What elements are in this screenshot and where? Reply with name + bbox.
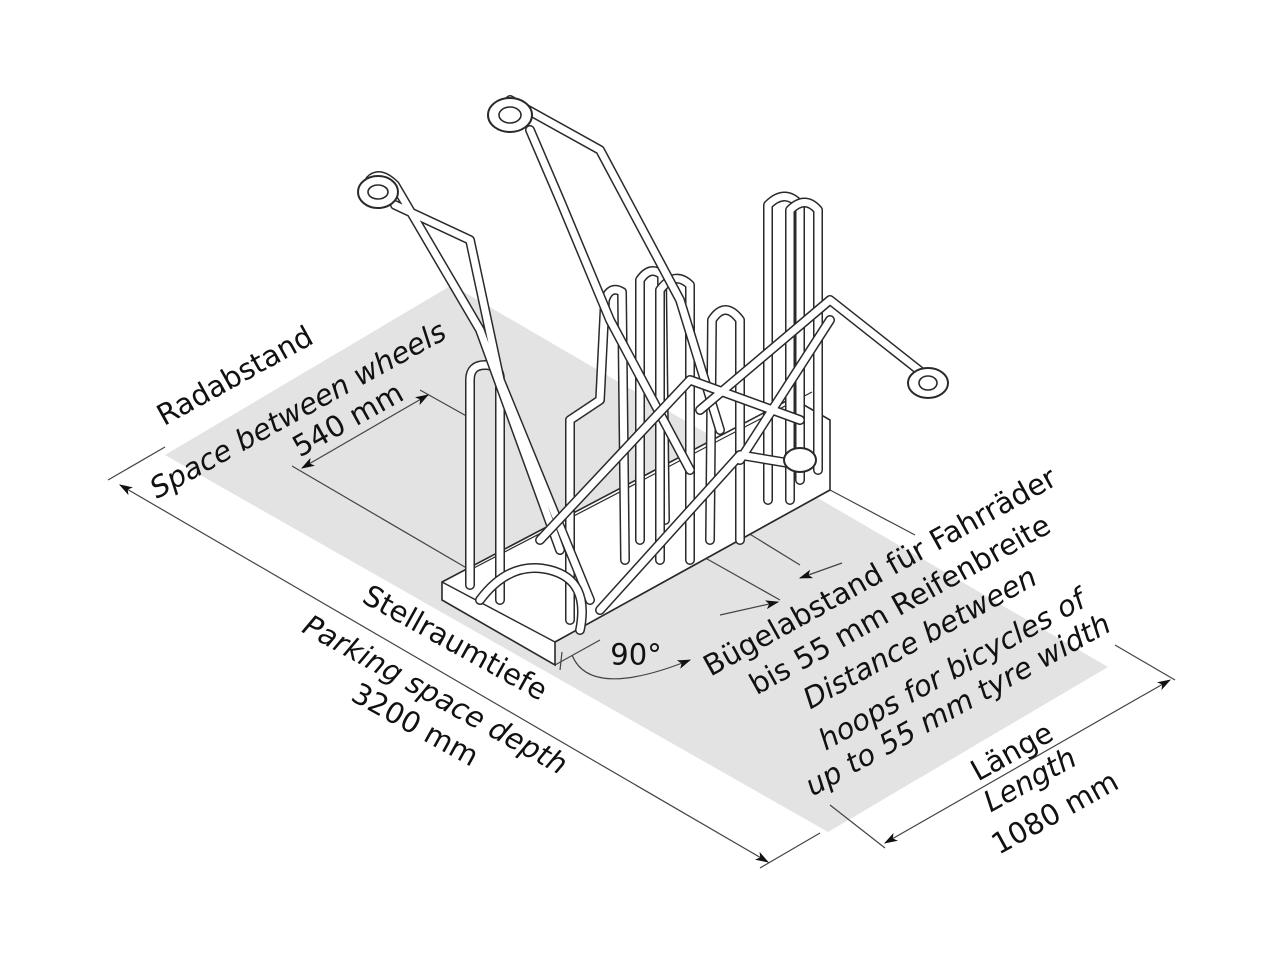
length-dimension-line [829, 644, 1176, 849]
depth-dimension-line [107, 446, 821, 869]
angle-indicator [554, 639, 692, 680]
wheel-spacing-dimension-line [291, 389, 471, 571]
bike-rack [357, 95, 949, 667]
angle-value: 90° [610, 637, 662, 672]
